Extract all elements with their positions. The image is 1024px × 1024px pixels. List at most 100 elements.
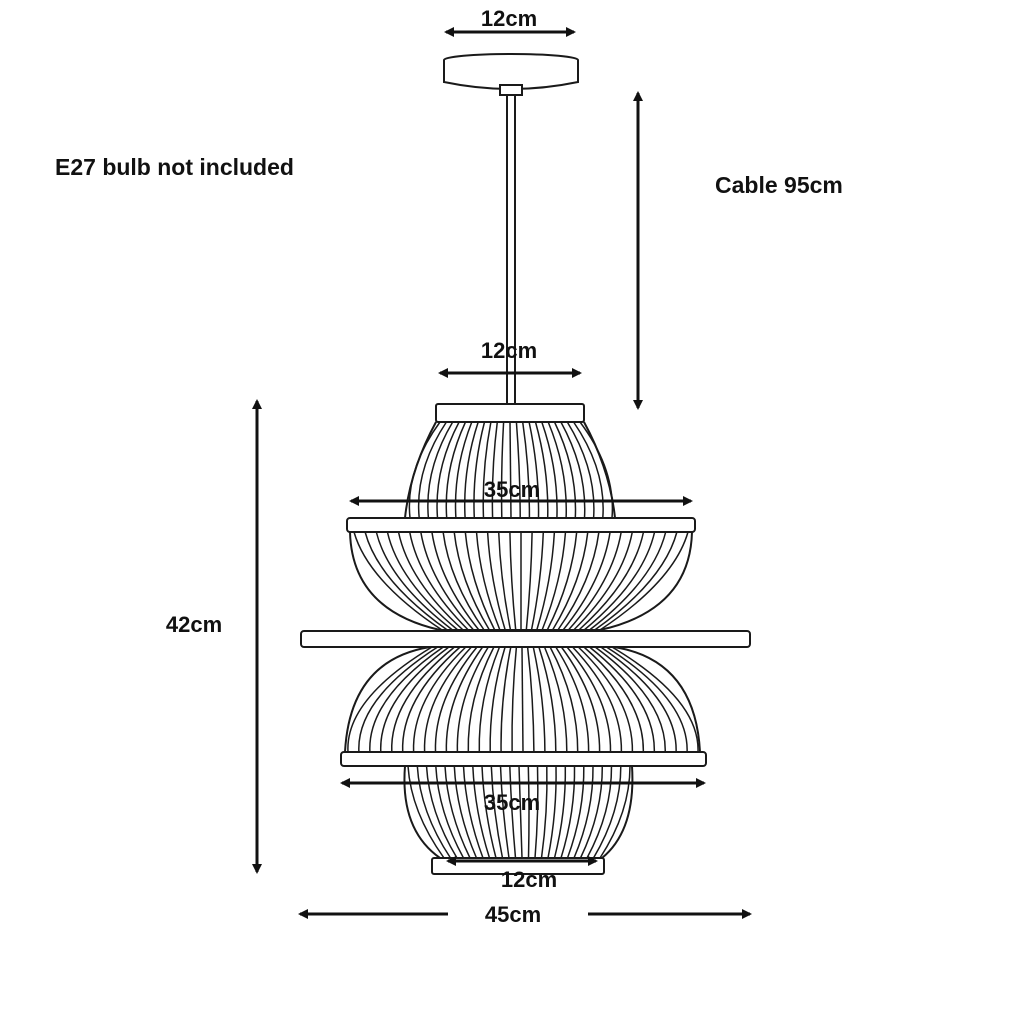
upper-tier-ring <box>346 517 696 533</box>
upper-dome-rib <box>572 421 604 519</box>
upper-bowl-rib <box>486 531 506 631</box>
lower-bowl-rib <box>391 646 455 753</box>
lower-bowl-rib <box>456 646 489 753</box>
upper-bowl-rib <box>536 531 556 631</box>
upper-bowl-rib <box>578 531 645 631</box>
lower-bowl-rib <box>358 646 439 753</box>
upper-bowl-rib <box>509 531 517 631</box>
upper-dome-rib <box>482 421 492 519</box>
lower-bowl-rib <box>589 646 656 753</box>
lower-dome-rib <box>435 765 465 859</box>
lower-bowl-rib <box>549 646 579 753</box>
upper-dome-rib <box>473 421 486 519</box>
upper-dome-rib <box>528 421 540 519</box>
lower-bowl-rib <box>566 646 612 753</box>
upper-dome-rib <box>509 421 512 519</box>
upper-dome-rib <box>500 421 505 519</box>
upper-bowl-rib <box>353 531 443 631</box>
lower-bowl-rib <box>401 646 461 753</box>
upper-bowl-rib <box>530 531 545 631</box>
upper-bowl-rib <box>475 531 501 631</box>
lamp-illustration <box>300 53 751 875</box>
upper-bowl-rib <box>573 531 634 631</box>
lower-bowl-rib <box>521 646 524 753</box>
upper-bowl-rib <box>397 531 464 631</box>
lower-bowl-rib <box>380 646 450 753</box>
lower-bowl-rib <box>369 646 444 753</box>
bulb-note: E27 bulb not included <box>55 154 294 180</box>
lower-bowl-rib <box>423 646 472 753</box>
lower-bowl-rib <box>611 646 699 753</box>
lower-dome-rib <box>599 765 631 859</box>
lower-bowl-rib <box>500 646 512 753</box>
upper-bowl-rib <box>589 531 667 631</box>
top-ring <box>435 403 585 423</box>
lower-dome-rib <box>499 765 510 859</box>
upper-dome-rib <box>534 421 549 519</box>
upper-tier-width-label: 35cm <box>484 477 540 502</box>
suspension-cable <box>506 95 516 404</box>
upper-bowl <box>349 531 693 631</box>
upper-dome-rib <box>454 421 473 519</box>
upper-dome-rib <box>515 421 521 519</box>
lower-dome-rib <box>509 765 517 859</box>
upper-dome-rib <box>553 421 577 519</box>
upper-bowl-rib <box>562 531 611 631</box>
lower-dome-rib <box>416 765 452 859</box>
lower-bowl-rib <box>478 646 501 753</box>
lower-bowl-rib <box>347 646 433 753</box>
upper-bowl-rib <box>551 531 589 631</box>
dimension-arrows <box>252 27 752 919</box>
upper-bowl-rib <box>386 531 459 631</box>
lower-dome-rib <box>573 765 594 859</box>
upper-bowl-rib <box>525 531 533 631</box>
upper-bowl-rib <box>442 531 485 631</box>
upper-bowl-rib <box>420 531 475 631</box>
lower-bowl-rib <box>600 646 677 753</box>
lower-dome-rib <box>444 765 471 859</box>
lower-dome-rib <box>534 765 539 859</box>
upper-dome-rib <box>560 421 586 519</box>
lower-bowl <box>344 646 701 753</box>
lower-bowl-rib <box>605 646 688 753</box>
upper-dome-rib <box>408 421 441 519</box>
lower-bowl-rib <box>538 646 557 753</box>
lower-bowl-rib <box>511 646 518 753</box>
lower-dome-rib <box>407 765 445 859</box>
lower-bowl-rib <box>543 646 568 753</box>
lower-dome-rib <box>586 765 613 859</box>
upper-dome-rib <box>427 421 454 519</box>
lower-dome-rib <box>553 765 567 859</box>
lower-bowl-rib <box>467 646 495 753</box>
lower-bowl-rib <box>434 646 478 753</box>
top-ring-width-label: 12cm <box>481 338 537 363</box>
labels: E27 bulb not included Cable 95cm 12cm 12… <box>55 6 843 927</box>
lower-dome-rib <box>547 765 557 859</box>
lower-bowl-rib <box>577 646 634 753</box>
lower-bowl-rib <box>412 646 467 753</box>
lower-bowl-rib <box>532 646 546 753</box>
upper-bowl-rib <box>375 531 453 631</box>
upper-dome-rib <box>464 421 479 519</box>
lower-bowl-rib <box>555 646 590 753</box>
upper-bowl-rib <box>431 531 480 631</box>
cable-note: Cable 95cm <box>715 172 843 198</box>
upper-bowl-rib <box>557 531 600 631</box>
upper-bowl-rib <box>408 531 469 631</box>
middle-disc <box>300 630 751 648</box>
lower-bowl-rib <box>445 646 484 753</box>
lower-bowl-rib <box>594 646 666 753</box>
upper-bowl-rib <box>497 531 512 631</box>
lower-dome-rib <box>566 765 585 859</box>
upper-dome-rib <box>521 421 531 519</box>
lower-dome-rib <box>527 765 530 859</box>
upper-dome-rib <box>541 421 558 519</box>
lower-dome-rib <box>462 765 484 859</box>
upper-dome-rib <box>445 421 467 519</box>
lower-bowl-rib <box>560 646 601 753</box>
upper-bowl-rib <box>583 531 656 631</box>
upper-bowl-rib <box>599 531 689 631</box>
upper-bowl-rib <box>453 531 491 631</box>
lower-dome-rib <box>540 765 548 859</box>
